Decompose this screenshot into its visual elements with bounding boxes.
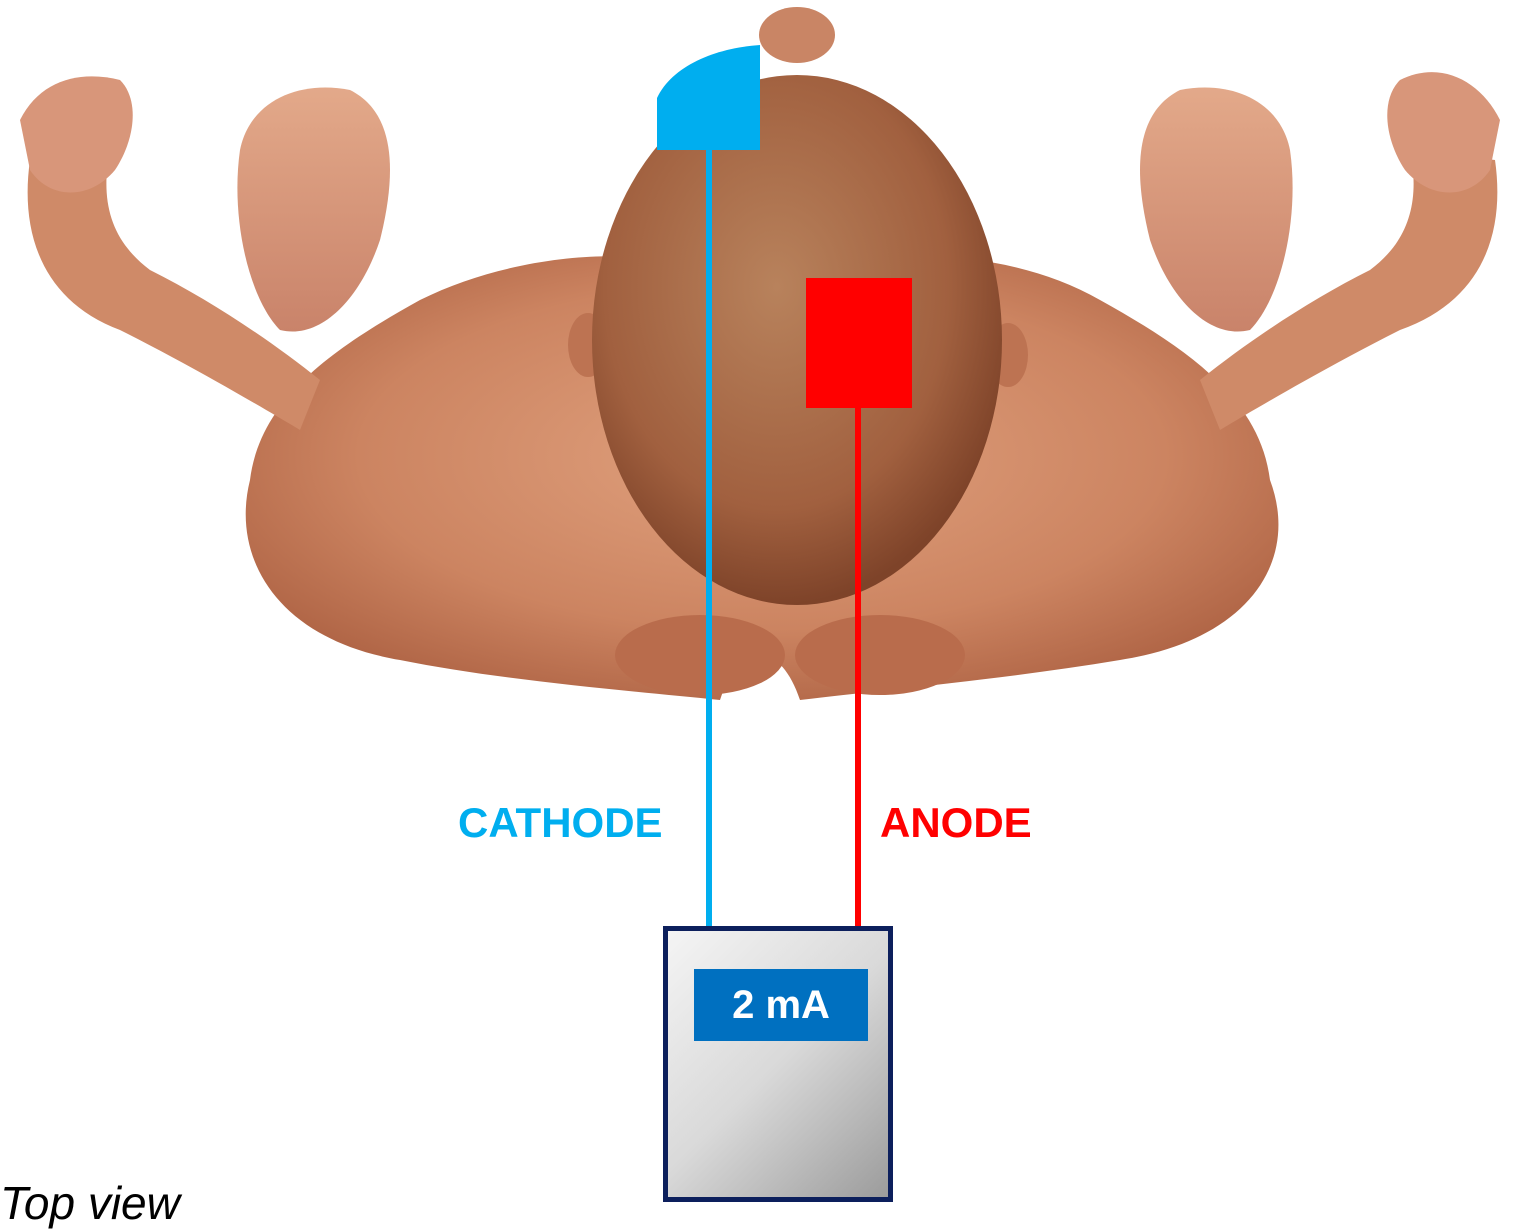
anode-label: ANODE (880, 802, 1032, 844)
hip-right (795, 615, 965, 695)
foot-right (1140, 88, 1293, 332)
foot-left (237, 88, 390, 332)
hand-left (20, 76, 133, 192)
hand-right (1387, 72, 1500, 192)
current-display: 2 mA (694, 969, 868, 1041)
head (592, 75, 1002, 605)
cathode-label: CATHODE (458, 802, 663, 844)
nose (759, 7, 835, 63)
anode-electrode (806, 278, 912, 408)
cathode-electrode (657, 45, 760, 150)
stimulator-device: 2 mA (663, 926, 893, 1202)
hip-left (615, 615, 785, 695)
view-caption: Top view (0, 1180, 180, 1226)
